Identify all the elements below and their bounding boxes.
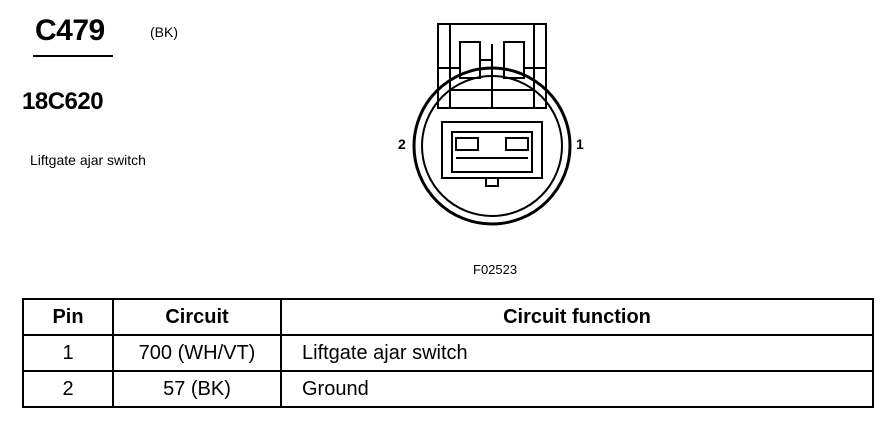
connector-color-code: (BK) — [150, 24, 178, 40]
table-row: 1 700 (WH/VT) Liftgate ajar switch — [22, 334, 874, 372]
table-row: 2 57 (BK) Ground — [22, 370, 874, 408]
pin-cell: 2 — [22, 370, 114, 408]
pin-2-terminal — [455, 137, 479, 151]
pinout-table: Pin Circuit Circuit function 1 700 (WH/V… — [22, 298, 874, 408]
header-pin: Pin — [22, 298, 114, 336]
header-circuit: Circuit — [112, 298, 282, 336]
pin-cell: 1 — [22, 334, 114, 372]
connector-inner-ring — [421, 75, 563, 217]
header-circuit-function: Circuit function — [280, 298, 874, 336]
part-number: 18C620 — [22, 88, 104, 115]
function-cell: Liftgate ajar switch — [280, 334, 874, 372]
pin-2-label: 2 — [398, 136, 406, 152]
circuit-cell: 700 (WH/VT) — [112, 334, 282, 372]
connector-description: Liftgate ajar switch — [30, 152, 146, 168]
figure-id: F02523 — [473, 262, 518, 277]
connector-id: C479 — [35, 14, 105, 47]
circuit-cell: 57 (BK) — [112, 370, 282, 408]
connector-drawing — [412, 23, 572, 226]
pin-1-terminal — [505, 137, 529, 151]
connector-id-underline — [33, 55, 113, 57]
key-tab — [485, 177, 499, 187]
function-cell: Ground — [280, 370, 874, 408]
table-header-row: Pin Circuit Circuit function — [22, 298, 874, 336]
pin-1-label: 1 — [576, 136, 584, 152]
terminal-cavity — [441, 121, 543, 187]
connector-outer-ring — [412, 66, 572, 226]
connector-face-diagram: 2 1 — [380, 8, 620, 248]
connector-latch — [437, 23, 547, 109]
